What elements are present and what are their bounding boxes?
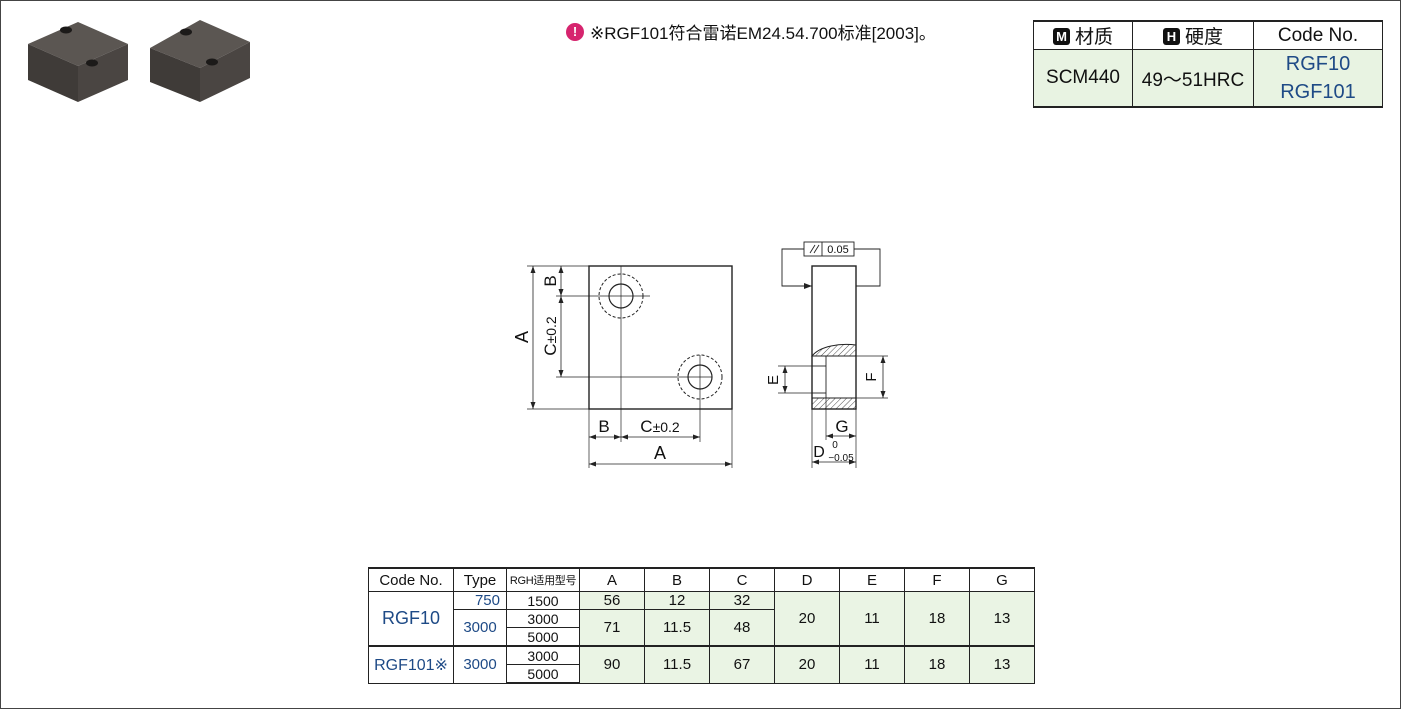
b-cell: 12 [644,591,710,610]
side-view [778,241,888,468]
c-cell: 48 [709,609,775,647]
d-cell: 20 [774,591,840,647]
rgh-cell: 5000 [506,627,580,647]
dim-label-b-vertical: B [541,275,560,286]
code-cell-rgf10[interactable]: RGF10 [368,591,454,647]
bulb-icon: ! [566,22,584,41]
hardness-value: 49～51HRC [1132,49,1254,108]
e-cell: 11 [839,645,905,684]
dim-label-f: F [863,372,880,381]
counterbore-bottom [677,354,723,400]
material-tag-icon: M [1052,28,1070,45]
standard-note-text: ※RGF101符合雷诺EM24.54.700标准[2003]。 [590,24,936,43]
hardness-header-label: 硬度 [1184,27,1223,48]
dim-label-g: G [835,417,848,436]
type-cell: 750 [453,591,507,610]
d-cell: 20 [774,645,840,684]
a-cell: 71 [579,609,645,647]
standard-note: ! ※RGF101符合雷诺EM24.54.700标准[2003]。 [566,19,936,44]
dim-d-tol-upper: 0 [832,440,838,451]
dim-label-a-horizontal: A [654,443,666,463]
col-c: C [709,567,775,592]
col-e: E [839,567,905,592]
col-d: D [774,567,840,592]
plate-outline [588,265,733,410]
col-rgh: RGH适用型号 [506,567,580,592]
code-cell-rgf101[interactable]: RGF101※ [368,645,454,684]
b-cell: 11.5 [644,645,710,684]
product-photo-right [150,20,250,102]
hardness-tag-icon: H [1162,28,1180,45]
a-cell: 56 [579,591,645,610]
section-hatch-top [811,344,857,357]
g-cell: 13 [969,645,1035,684]
col-a: A [579,567,645,592]
dim-label-c-horizontal: C±0.2 [640,417,680,436]
code-value-rgf101[interactable]: RGF101 [1280,81,1356,103]
dim-label-a-vertical: A [512,331,532,343]
col-b: B [644,567,710,592]
dim-d-tol-lower: −0.05 [828,453,854,464]
code-values: RGF10 RGF101 [1253,49,1383,108]
c-cell: 67 [709,645,775,684]
rgh-cell: 1500 [506,591,580,610]
dim-label-b-horizontal: B [598,417,609,436]
dim-label-c-vertical: C±0.2 [541,316,560,356]
material-value: SCM440 [1033,49,1133,108]
col-type: Type [453,567,507,592]
code-value-rgf10[interactable]: RGF10 [1285,53,1351,75]
rgh-cell: 5000 [506,664,580,684]
col-code: Code No. [368,567,454,592]
type-cell: 3000 [453,645,507,684]
front-view [527,265,733,468]
table-row: 5000 [369,664,1035,684]
type-cell: 3000 [453,609,507,647]
section-hatch-bottom [811,397,857,410]
dim-label-e: E [765,375,782,385]
product-photo-left [28,22,128,102]
rgh-cell: 3000 [506,609,580,628]
dim-label-d: D [813,444,825,461]
col-f: F [904,567,970,592]
dimension-table: Code No. Type RGH适用型号 A B C D E F G RGF1… [368,567,1035,684]
g-cell: 13 [969,591,1035,647]
code-header: Code No. [1253,20,1383,50]
side-outline [811,265,857,410]
e-cell: 11 [839,591,905,647]
a-cell: 90 [579,645,645,684]
rgh-cell: 3000 [506,645,580,665]
table-row: RGF101※ 3000 3000 90 11.5 67 20 11 18 13 [368,645,1035,684]
table-row: 3000 3000 71 11.5 48 [369,609,1035,647]
c-cell: 32 [709,591,775,610]
col-g: G [969,567,1035,592]
material-header-label: 材质 [1074,27,1113,48]
parallelism-value: 0.05 [827,244,848,256]
f-cell: 18 [904,591,970,647]
table-row: RGF10 750 1500 56 12 32 20 11 18 13 [368,591,1035,647]
f-cell: 18 [904,645,970,684]
b-cell: 11.5 [644,609,710,647]
